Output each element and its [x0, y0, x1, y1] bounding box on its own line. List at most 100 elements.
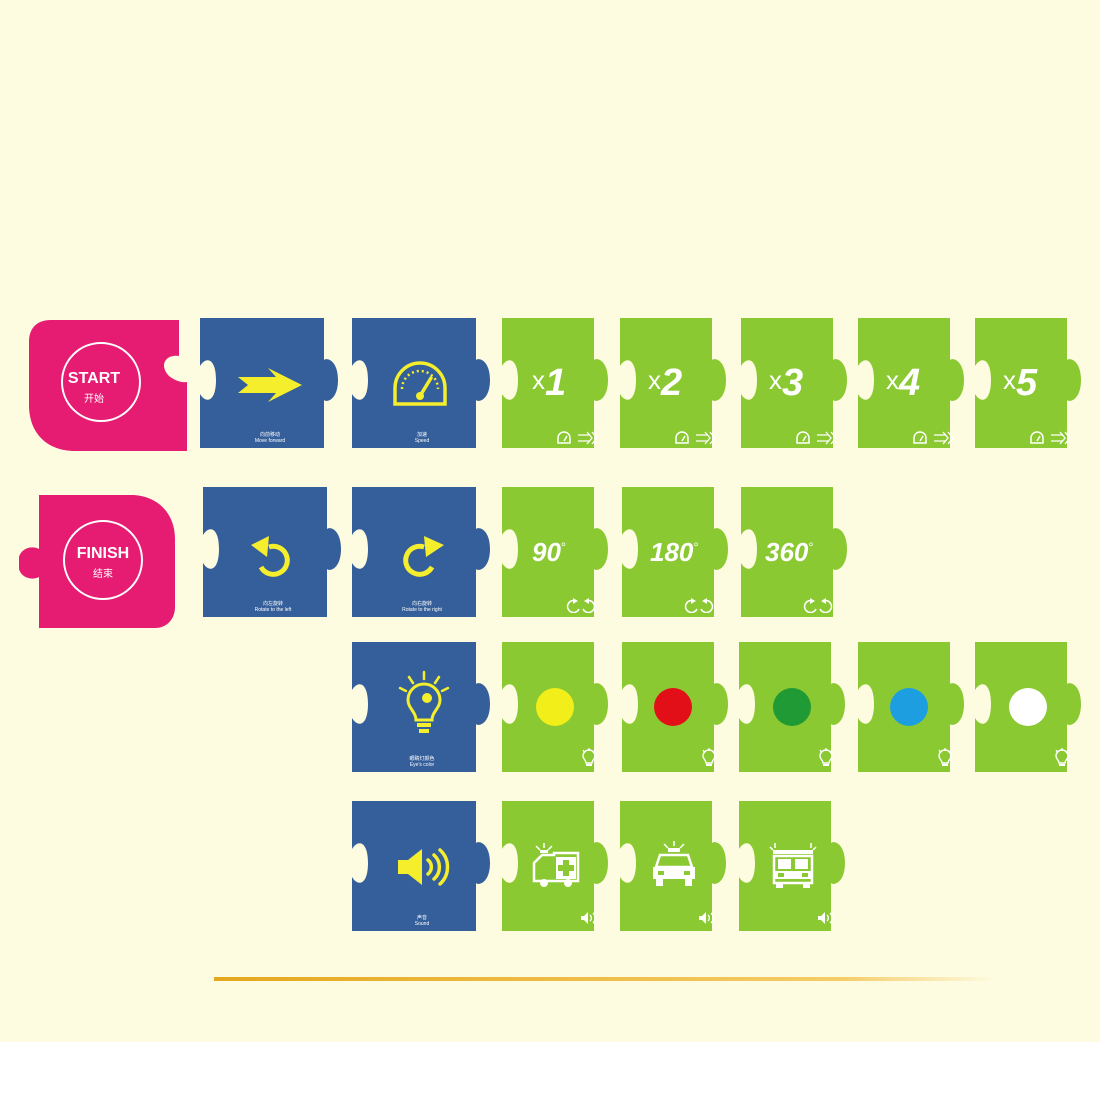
bulb-hint-icon	[702, 748, 716, 766]
green-piece-fill	[858, 318, 964, 448]
sound-value-card[interactable]	[620, 801, 727, 931]
green-piece-fill	[975, 318, 1081, 448]
speed-label-cn: 加速	[416, 432, 427, 438]
rotation-value-card[interactable]: 90°	[502, 487, 609, 617]
rotate-right-label-cn: 向右旋转	[411, 601, 432, 607]
eye-color-dot	[1009, 688, 1047, 726]
speed-value-card-shape	[975, 318, 1081, 448]
rotate-left-card[interactable]: 向左旋转 Rotate to the left	[203, 487, 343, 617]
green-piece-fill	[622, 487, 728, 617]
sound-hint-icon	[818, 912, 833, 924]
rotation-value: 180°	[650, 537, 699, 567]
green-piece-fill	[502, 487, 608, 617]
rotation-value-card-shape	[502, 487, 608, 617]
sound-label-en: Sound	[414, 921, 430, 927]
speed-value-card[interactable]: x1	[502, 318, 609, 448]
speed-hint-icon	[1030, 431, 1071, 445]
speed-card[interactable]: 加速 Speed	[352, 318, 492, 448]
sound-hint-icon	[581, 912, 596, 924]
speed-value-card-shape	[502, 318, 608, 448]
bulb-hint-icon	[1055, 748, 1069, 766]
eye-color-dot	[890, 688, 928, 726]
speed-value-card-shape	[858, 318, 964, 448]
speed-value-card[interactable]: x3	[741, 318, 848, 448]
rotation-value: 90°	[532, 537, 567, 567]
speed-value: x2	[648, 362, 683, 404]
eye-color-dot	[773, 688, 811, 726]
speed-value: x4	[886, 362, 921, 404]
blue-piece-fill	[203, 487, 341, 617]
bulb-hint-icon	[938, 748, 952, 766]
eye-color-card[interactable]	[739, 642, 846, 772]
blue-piece-fill	[352, 487, 490, 617]
speed-value: x3	[769, 362, 804, 404]
rotate-left-card-shape	[203, 487, 341, 617]
rotate-left-label-cn: 向左旋转	[262, 601, 283, 607]
green-piece-fill	[502, 318, 608, 448]
speed-value: x1	[532, 362, 567, 404]
rotate-left-icon	[251, 536, 290, 577]
speed-card-shape	[352, 318, 490, 448]
rotation-value: 360°	[765, 537, 814, 567]
light-bulb-icon	[398, 670, 450, 733]
finish-subtitle: 结束	[93, 569, 113, 580]
speedometer-icon	[393, 361, 447, 406]
sound-hint-icon	[699, 912, 714, 924]
arrow-right-icon	[238, 368, 302, 402]
green-piece-fill	[620, 318, 726, 448]
speed-value-card[interactable]: x4	[858, 318, 965, 448]
finish-title: FINISH	[76, 545, 130, 562]
eye-color-dot	[654, 688, 692, 726]
rotate-right-label-en: Rotate to the right	[402, 607, 442, 613]
sound-value-card[interactable]	[502, 801, 609, 931]
green-piece-fill	[739, 801, 845, 931]
finish-ring	[63, 520, 143, 600]
rotate-right-card-shape	[352, 487, 490, 617]
speed-value: x5	[1003, 362, 1038, 404]
police-car-icon	[653, 841, 695, 886]
eye-color-card[interactable]	[622, 642, 729, 772]
sound-value-card-shape	[502, 801, 608, 931]
green-piece-fill	[741, 318, 847, 448]
speed-hint-icon	[557, 431, 598, 445]
rotation-value-card-shape	[741, 487, 847, 617]
eye-color-dot	[536, 688, 574, 726]
eye-color-card[interactable]	[975, 642, 1082, 772]
ambulance-icon	[532, 843, 580, 887]
start-subtitle: 开始	[84, 394, 104, 405]
finish-card[interactable]: FINISH 结束	[19, 495, 175, 628]
rotate-right-card[interactable]: 向右旋转 Rotate to the right	[352, 487, 492, 617]
rotation-hint-icon	[566, 598, 596, 613]
eye-color-card[interactable]	[858, 642, 965, 772]
start-card[interactable]: START 开始	[29, 320, 187, 451]
speed-value-card[interactable]: x2	[620, 318, 727, 448]
speaker-icon	[398, 848, 450, 886]
rotate-right-icon	[403, 536, 444, 577]
eyes-color-label-cn: 眼睛灯颜色	[409, 756, 435, 762]
speed-value-card-shape	[620, 318, 726, 448]
rotate-left-label-en: Rotate to the left	[254, 607, 292, 613]
speed-value-card[interactable]: x5	[975, 318, 1082, 448]
move-forward-label-en: Move forward	[254, 438, 286, 444]
bulb-hint-icon	[582, 748, 596, 766]
sound-value-card[interactable]	[739, 801, 846, 931]
blue-piece-fill	[352, 318, 490, 448]
start-title: START	[67, 370, 121, 387]
divider-line	[214, 977, 994, 981]
speed-value-card-shape	[741, 318, 847, 448]
sound-card[interactable]: 声音 Sound	[352, 801, 492, 931]
puzzle-card-sheet: START 开始 FINISH 结束 向前移动 Move forward 加速 …	[0, 0, 1100, 1042]
eye-color-card[interactable]	[502, 642, 609, 772]
move-forward-label-cn: 向前移动	[259, 432, 280, 438]
rotation-value-card[interactable]: 180°	[622, 487, 729, 617]
sound-value-card-shape	[739, 801, 845, 931]
move-forward-card[interactable]: 向前移动 Move forward	[200, 318, 340, 448]
bulb-hint-icon	[819, 748, 833, 766]
start-ring	[61, 342, 141, 422]
eyes-color-label-en: Eye's color	[409, 762, 435, 768]
rotation-hint-icon	[684, 598, 714, 613]
eyes-color-card[interactable]: 眼睛灯颜色 Eye's color	[352, 642, 492, 772]
speed-hint-icon	[796, 431, 837, 445]
rotation-value-card[interactable]: 360°	[741, 487, 848, 617]
fire-truck-icon	[769, 843, 817, 888]
